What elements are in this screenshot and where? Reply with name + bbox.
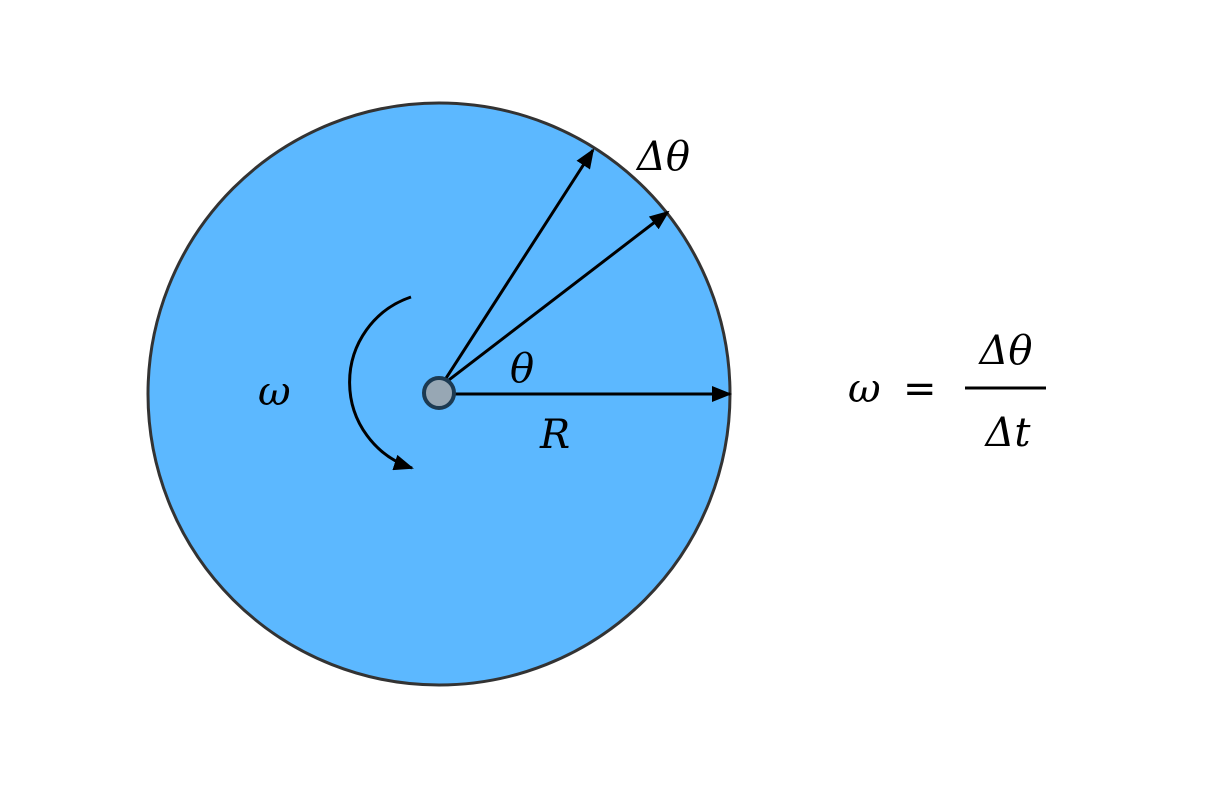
- equation-numerator: Δθ: [978, 328, 1033, 374]
- equation-equals: =: [903, 366, 937, 412]
- delta-theta-label: Δθ: [635, 134, 690, 180]
- angular-velocity-equation: ω = Δθ Δt: [848, 328, 1046, 456]
- equation-lhs: ω: [848, 366, 881, 412]
- equation-denominator: Δt: [984, 410, 1032, 456]
- radius-arrow-theta: [440, 210, 670, 388]
- omega-label: ω: [258, 369, 291, 415]
- radius-arrow-delta-theta: [439, 148, 595, 387]
- theta-label: θ: [510, 346, 534, 392]
- rotation-direction-arrow: [348, 295, 414, 471]
- center-hub: [422, 376, 456, 410]
- radius-label: R: [539, 412, 570, 458]
